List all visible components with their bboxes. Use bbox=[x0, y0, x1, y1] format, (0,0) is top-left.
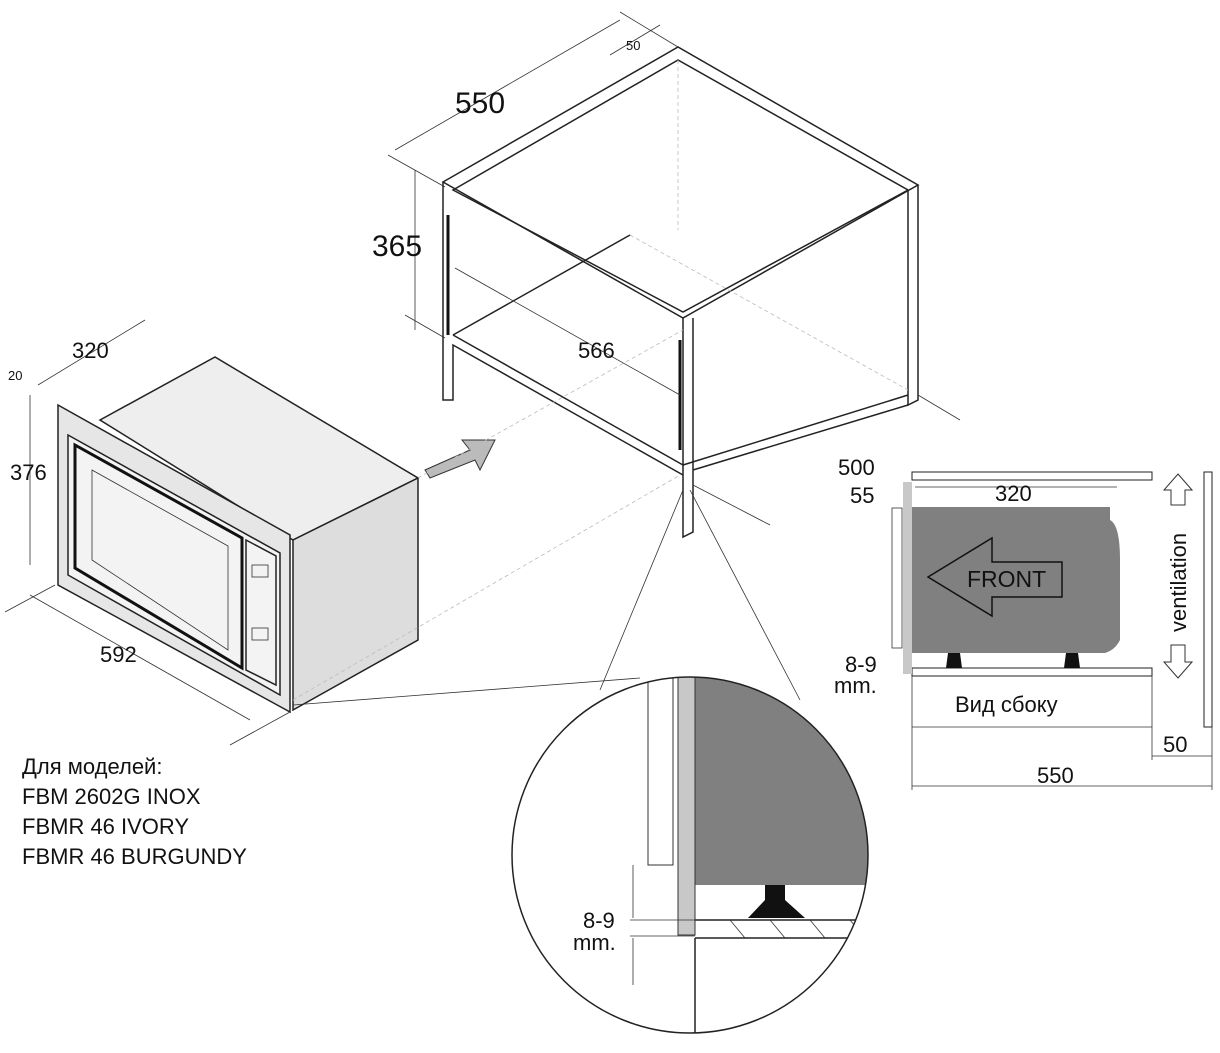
side-gap-bottom-label: 8-9 bbox=[845, 652, 877, 677]
cabinet-dimensions: 550 50 365 566 500 bbox=[372, 11, 961, 526]
models-heading: Для моделей: bbox=[22, 754, 163, 779]
side-view: FRONT ventilation 320 55 8-9 mm. Вид сбо… bbox=[834, 471, 1213, 790]
microwave-side bbox=[912, 507, 1120, 653]
side-view-caption: Вид сбоку bbox=[955, 692, 1058, 717]
side-rear-gap-label: 50 bbox=[1163, 732, 1187, 757]
microwave-dimensions: 320 20 376 592 bbox=[4, 319, 291, 746]
ventilation-label: ventilation bbox=[1166, 533, 1191, 632]
cabinet-left-panel bbox=[442, 182, 684, 476]
cabinet-width-label: 566 bbox=[578, 338, 615, 363]
microwave-depth-label: 320 bbox=[72, 338, 109, 363]
side-gap-unit: mm. bbox=[834, 673, 877, 698]
cabinet-right-panel bbox=[907, 185, 919, 407]
model-item: FBMR 46 IVORY bbox=[22, 814, 190, 839]
cabinet-front-panel bbox=[682, 318, 694, 539]
side-depth-label: 320 bbox=[995, 481, 1032, 506]
control-panel bbox=[245, 538, 277, 687]
ventilation-down-icon bbox=[1162, 644, 1194, 679]
insert-arrow-icon bbox=[424, 439, 496, 479]
detail-zoom bbox=[630, 677, 868, 1033]
model-item: FBMR 46 BURGUNDY bbox=[22, 844, 247, 869]
cabinet-bottom-depth-label: 500 bbox=[838, 455, 875, 480]
model-item: FBM 2602G INOX bbox=[22, 784, 201, 809]
microwave-height-label: 376 bbox=[10, 460, 47, 485]
detail-gap-label: 8-9 bbox=[583, 908, 615, 933]
cabinet-depth-label: 550 bbox=[455, 87, 505, 120]
front-arrow-icon bbox=[926, 536, 1063, 618]
cabinet-offset-label: 50 bbox=[626, 38, 640, 53]
side-gap-top-label: 55 bbox=[850, 483, 874, 508]
front-label: FRONT bbox=[967, 566, 1046, 592]
microwave-frame-label: 20 bbox=[8, 368, 22, 383]
foot-icon bbox=[748, 885, 805, 918]
microwave-width-label: 592 bbox=[100, 642, 137, 667]
detail-gap-unit: mm. bbox=[573, 930, 616, 955]
models-list: Для моделей: FBM 2602G INOX FBMR 46 IVOR… bbox=[22, 752, 247, 872]
cabinet-height-label: 365 bbox=[372, 230, 422, 263]
microwave bbox=[57, 329, 684, 714]
cabinet-top-inner bbox=[451, 59, 910, 313]
side-total-depth-label: 550 bbox=[1037, 763, 1074, 788]
ventilation-up-icon bbox=[1162, 473, 1194, 506]
microwave-door bbox=[73, 442, 244, 671]
cabinet-top bbox=[441, 46, 920, 319]
cabinet bbox=[441, 46, 920, 539]
